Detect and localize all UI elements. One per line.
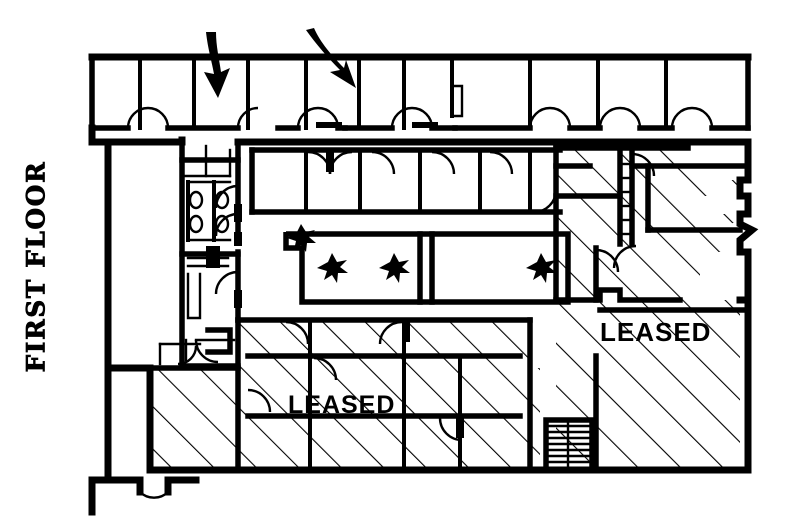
leased-label-right: LEASED: [600, 317, 711, 347]
restroom-fixtures: [188, 190, 230, 234]
column-markers: [287, 224, 557, 283]
top-office-row: [88, 53, 752, 131]
annotation-arrow-2: [306, 28, 356, 88]
annotation-arrow-1: [204, 32, 230, 98]
building-envelope: [88, 124, 759, 516]
leased-hatch-lower-left: [150, 368, 540, 470]
second-office-row: [249, 147, 563, 215]
lower-left-leased-block: [147, 327, 241, 371]
stairwell: [543, 417, 595, 473]
right-leased-block: LEASED: [553, 145, 751, 473]
central-open-area: [283, 224, 571, 305]
leased-label-center: LEASED: [288, 391, 395, 419]
lower-center-rooms: LEASED: [235, 317, 533, 473]
leased-hatch-center: [238, 320, 530, 368]
core-restrooms: [179, 139, 242, 369]
